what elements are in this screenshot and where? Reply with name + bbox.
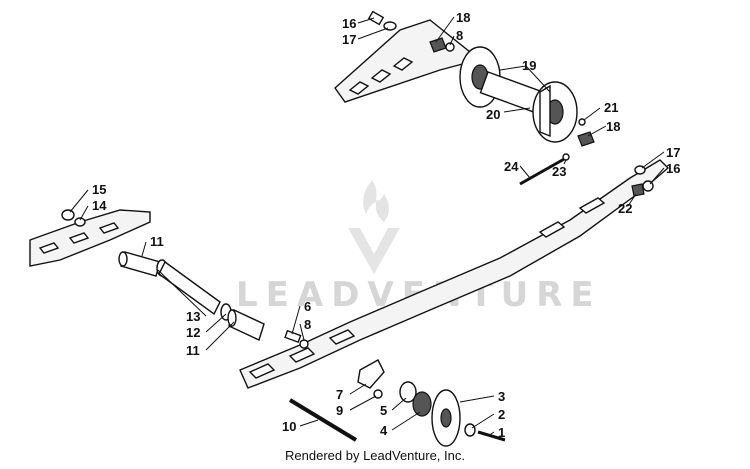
callout-3: 3 [498,389,505,404]
callout-16-top: 16 [342,16,356,31]
callout-20: 20 [486,107,500,122]
callout-labels: 16 17 18 8 19 20 21 18 24 23 17 16 22 15… [92,10,680,440]
callout-17-right: 17 [666,145,680,160]
callout-11-bottom: 11 [186,343,200,358]
callout-11-top: 11 [150,234,164,249]
callout-18-right: 18 [606,119,620,134]
callout-15: 15 [92,182,106,197]
callout-8-mid: 8 [304,317,311,332]
callout-8-top: 8 [456,28,463,43]
callout-1: 1 [498,425,505,440]
callout-24: 24 [504,159,519,174]
left-hardware [61,209,86,227]
footer-credit: Rendered by LeadVenture, Inc. [285,448,465,463]
lower-hardware [284,329,506,447]
rear-idler-wheel-assembly [459,46,578,143]
leader-lines [69,16,665,437]
callout-4: 4 [380,423,388,438]
callout-6: 6 [304,299,311,314]
callout-2: 2 [498,407,505,422]
main-slide-rail [239,159,670,389]
callout-5: 5 [380,403,387,418]
callout-7: 7 [336,387,343,402]
left-slide-rail [29,209,151,267]
callout-14: 14 [92,198,107,213]
callout-21: 21 [604,100,618,115]
callout-16-right: 16 [666,161,680,176]
callout-13: 13 [186,309,200,324]
callout-17-top: 17 [342,32,356,47]
upper-hardware [367,10,654,197]
watermark-logo [348,180,400,274]
callout-22: 22 [618,201,632,216]
callout-10: 10 [282,419,296,434]
callout-19: 19 [522,58,536,73]
callout-12: 12 [186,325,200,340]
callout-23: 23 [552,164,566,179]
callout-9: 9 [336,403,343,418]
callout-18-top: 18 [456,10,470,25]
